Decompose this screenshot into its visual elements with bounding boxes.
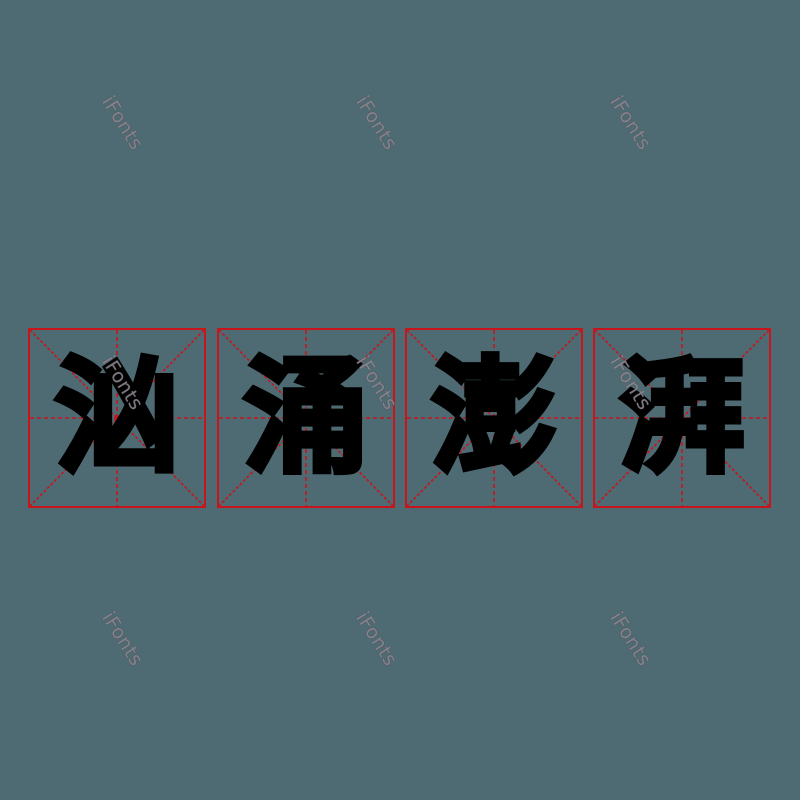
watermark: iFonts xyxy=(97,92,148,155)
watermark: iFonts xyxy=(605,92,656,155)
character-tile-4: 湃 xyxy=(593,328,771,508)
character-glyph: 涌 xyxy=(241,346,371,490)
character-glyph: 汹 xyxy=(52,346,182,490)
character-tile-1: 汹 xyxy=(28,328,206,508)
watermark: iFonts xyxy=(351,608,402,671)
character-glyph: 澎 xyxy=(429,346,559,490)
character-tile-2: 涌 xyxy=(217,328,395,508)
character-glyph: 湃 xyxy=(617,346,747,490)
character-tile-3: 澎 xyxy=(405,328,583,508)
watermark: iFonts xyxy=(605,608,656,671)
watermark: iFonts xyxy=(97,608,148,671)
watermark: iFonts xyxy=(351,92,402,155)
